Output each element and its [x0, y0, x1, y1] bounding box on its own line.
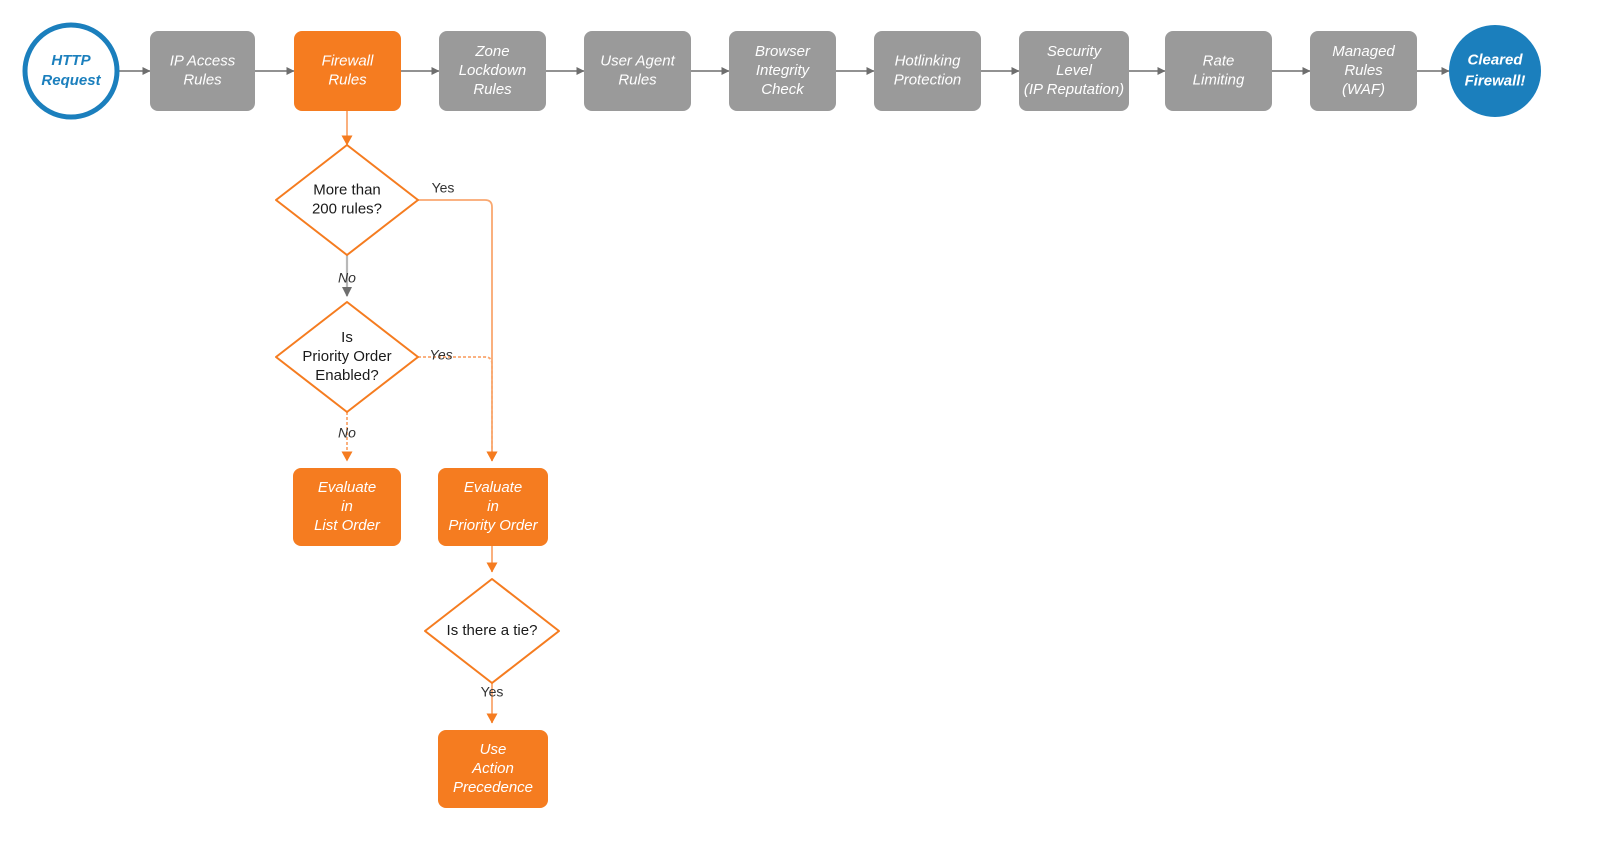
edge-priority-order-no: No — [338, 412, 356, 462]
edge-priority-order-yes: Yes — [418, 347, 498, 462]
edge-label: Yes — [432, 180, 455, 196]
node-shape — [294, 31, 401, 111]
node-shape — [874, 31, 981, 111]
edge-more-than-200-no: No — [338, 255, 356, 297]
node-shape — [1019, 31, 1129, 111]
node-shape — [424, 578, 560, 684]
node-shape — [1449, 25, 1541, 117]
node-shape — [275, 144, 419, 256]
node-shape — [438, 730, 548, 808]
node-shape — [150, 31, 255, 111]
node-shape — [439, 31, 546, 111]
edge-tie-yes: Yes — [481, 683, 504, 724]
node-shape — [22, 22, 120, 120]
edge-path — [418, 199, 498, 462]
edge-label: Yes — [429, 347, 452, 363]
node-shape — [584, 31, 691, 111]
node-label: Is there a tie? — [447, 622, 538, 639]
edge-label: No — [338, 270, 356, 286]
node-is-there-a-tie[interactable]: Is there a tie? — [424, 578, 560, 684]
node-shape — [293, 468, 401, 546]
node-shape — [275, 301, 419, 413]
edge-more-than-200-yes: Yes — [418, 180, 498, 462]
edge-path — [418, 356, 498, 462]
node-shape — [1165, 31, 1272, 111]
node-shape — [1310, 31, 1417, 111]
edge-label: Yes — [481, 684, 504, 700]
edge-label: No — [338, 425, 356, 441]
node-shape — [438, 468, 548, 546]
node-shape — [729, 31, 836, 111]
